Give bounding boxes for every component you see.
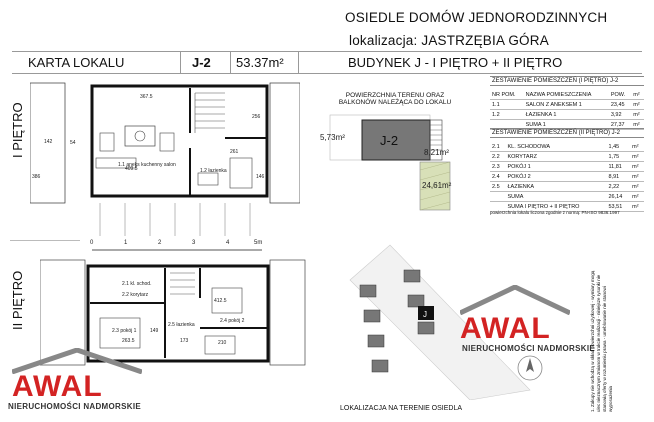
table1-head-name: NAZWA POMIESZCZENIA [523, 90, 609, 100]
disclaimer: 1. Zakupy nie wchodzą w skład powierzchn… [590, 270, 613, 412]
scale-bar: 0 1 2 3 4 5m [90, 240, 262, 251]
site-map: J [349, 244, 543, 400]
plan2-label-3: 2.3 pokój 1 [112, 328, 137, 334]
header-location: lokalizacja: JASTRZĘBIA GÓRA [349, 33, 549, 48]
site-unit-marker [418, 306, 434, 320]
scale-tick-3: 3 [192, 240, 196, 246]
scale-tick-5: 5m [254, 240, 262, 246]
table1-title: ZESTAWIENIE POMIESZCZEŃ (I PIĘTRO) J-2 [490, 76, 644, 86]
plan1-dim-1: 367.5 [140, 94, 153, 100]
table1-header: NR POM. NAZWA POMIESZCZENIA POW. m² [490, 90, 644, 100]
terrain-bottom-area: 24,61m² [422, 181, 452, 190]
plan2-dim-4: 210 [218, 340, 227, 346]
floor-label-second: II PIĘTRO [10, 270, 25, 330]
plan2-label-5: 2.5 łazienka [168, 322, 195, 328]
terrain-title: POWIERZCHNIA TERENU ORAZ BALKONÓW NALEŻĄ… [338, 92, 452, 106]
logo-awal-center: AWAL [460, 312, 551, 345]
scale-tick-1: 1 [124, 240, 128, 246]
unit-code: J-2 [192, 55, 211, 70]
north-arrow-icon [517, 355, 543, 381]
scale-tick-2: 2 [158, 240, 162, 246]
terrain-right-area: 8,21m² [424, 148, 449, 157]
floor-divider [10, 240, 80, 241]
terrain-left-area: 5,73m² [320, 133, 345, 142]
awal-roof-icon-small [12, 348, 142, 374]
terrain-diagram: J-2 5,73m² 8,21m² 24,61m² [320, 114, 452, 211]
building-label: BUDYNEK J - I PIĘTRO + II PIĘTRO [348, 55, 563, 70]
card-label: KARTA LOKALU [28, 55, 125, 70]
plan2-dim-5: 149 [150, 328, 159, 334]
scale-tick-0: 0 [90, 240, 94, 246]
unit-area: 53.37m² [236, 55, 284, 70]
table2-title: ZESTAWIENIE POMIESZCZEŃ (II PIĘTRO) J-2 [490, 128, 644, 138]
plan1-dim-8: 54 [70, 140, 76, 146]
awal-roof-icon [460, 285, 570, 315]
table1-head-unit: m² [631, 90, 644, 100]
plan1-dim-5: 146 [256, 174, 265, 180]
info-bar: KARTA LOKALU J-2 53.37m² BUDYNEK J - I P… [12, 51, 642, 74]
plan1-dim-6: 386 [32, 174, 41, 180]
plan1-room1: 1.1 aneks kuchenny salon [118, 162, 176, 168]
site-unit-letter: J [423, 310, 427, 319]
plan1-dim-3: 409.5 [125, 166, 138, 172]
table1-head-pow: POW. [608, 90, 632, 100]
floor-label-first: I PIĘTRO [10, 102, 25, 158]
plan2-dim-1: 263.5 [122, 338, 135, 344]
logo-sub-left: NIERUCHOMOŚCI NADMORSKIE [8, 402, 141, 411]
plan2-label-2: 2.2 korytarz [122, 292, 149, 298]
table1-head-nr: NR POM. [490, 90, 524, 100]
plan1-dim-7: 142 [44, 139, 53, 145]
plan2-dim-3: 173 [180, 338, 189, 344]
plan1-dim-2: 261 [230, 149, 239, 155]
floor-plan-second: 2.1 kl. schod. 2.2 korytarz 2.3 pokój 1 … [40, 259, 306, 366]
plan2-dim-2: 412.5 [214, 298, 227, 304]
location-caption: LOKALIZACJA NA TERENIE OSIEDLA [340, 405, 463, 412]
plan1-dim-4: 256 [252, 114, 261, 120]
terrain-unit: J-2 [380, 133, 398, 148]
plan2-label-4: 2.4 pokój 2 [220, 318, 245, 324]
table-note: powierzchnia lokalu liczona zgodnie z no… [490, 210, 620, 215]
logo-sub-center: NIERUCHOMOŚCI NADMORSKIE [462, 344, 595, 353]
scale-tick-4: 4 [226, 240, 230, 246]
logo-awal-left: AWAL [12, 370, 103, 403]
floor-plan-first: 367.5 261 409.5 256 146 386 142 54 1.1 a… [30, 82, 300, 236]
header-title: OSIEDLE DOMÓW JEDNORODZINNYCH [345, 10, 608, 25]
plan2-label-1: 2.1 kl. schod. [122, 281, 151, 287]
plan1-room2: 1.2 łazienka [200, 168, 227, 174]
